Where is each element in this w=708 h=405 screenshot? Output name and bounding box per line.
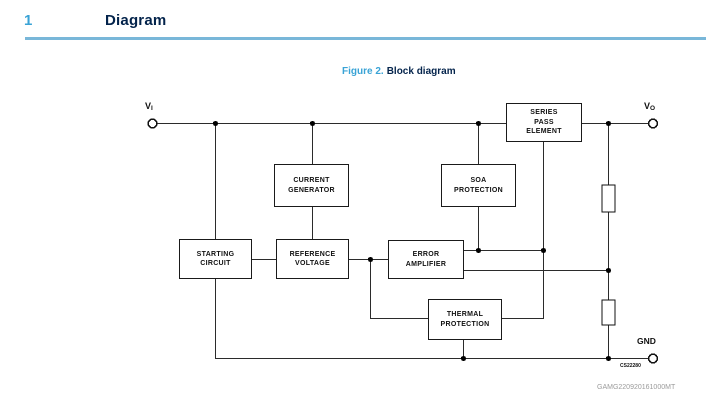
vin-label-base: V	[145, 101, 152, 111]
block-label-line: CURRENT	[293, 177, 330, 184]
block-reference-voltage: REFERENCE VOLTAGE	[276, 239, 349, 279]
block-label-line: THERMAL	[446, 311, 484, 318]
block-current-generator: CURRENT GENERATOR	[274, 164, 349, 207]
vin-label-sub: I	[151, 105, 153, 112]
resistor-symbol	[601, 184, 616, 326]
block-soa-protection: SOA PROTECTION	[441, 164, 516, 207]
figure-caption: Figure 2.Block diagram	[342, 66, 456, 77]
output-terminal-label: VO	[644, 101, 655, 112]
block-label-line: ELEMENT	[526, 128, 562, 136]
vout-label-base: V	[644, 101, 651, 111]
block-series-pass-element: SERIES PASS ELEMENT	[506, 103, 582, 142]
section-number: 1	[24, 12, 33, 29]
figure-drawing-code: CS22280	[620, 363, 641, 369]
vout-label-sub: O	[650, 105, 656, 112]
block-label-line: STARTING	[196, 250, 235, 258]
section-title: Diagram	[105, 12, 167, 29]
document-code: GAMG220920161000MT	[597, 384, 676, 391]
block-label-line: PROTECTION	[440, 320, 490, 328]
figure-caption-label: Figure 2.	[342, 66, 384, 77]
block-label-line: REFERENCE	[289, 250, 336, 258]
block-error-amplifier: ERROR AMPLIFIER	[388, 240, 464, 279]
block-label-line: PROTECTION	[454, 186, 503, 194]
block-label-line: GENERATOR	[288, 186, 335, 194]
input-terminal-label: VI	[145, 101, 153, 112]
block-label-line: CIRCUIT	[200, 260, 231, 267]
block-label-line: ERROR	[412, 251, 440, 258]
block-label-line: PASS	[534, 118, 554, 126]
figure-caption-title: Block diagram	[386, 66, 456, 77]
block-label-line: AMPLIFIER	[405, 260, 447, 268]
block-label-line: SERIES	[530, 109, 558, 117]
block-label-line: SOA	[470, 177, 487, 184]
block-label-line: VOLTAGE	[295, 260, 330, 267]
block-thermal-protection: THERMAL PROTECTION	[428, 299, 502, 340]
junction-dot	[212, 120, 612, 362]
block-starting-circuit: STARTING CIRCUIT	[179, 239, 252, 279]
terminal-circle	[147, 118, 659, 364]
ground-terminal-label: GND	[637, 336, 656, 346]
section-divider	[25, 37, 706, 40]
